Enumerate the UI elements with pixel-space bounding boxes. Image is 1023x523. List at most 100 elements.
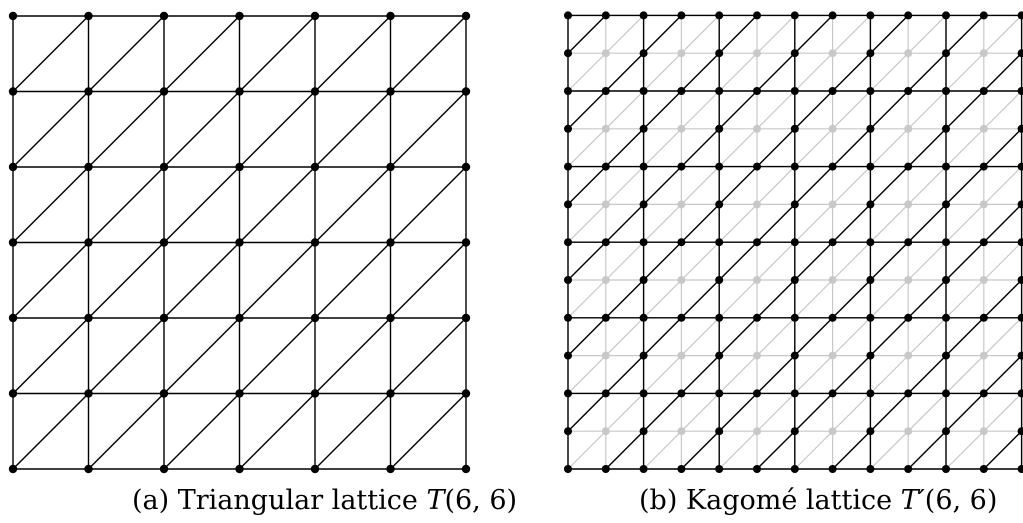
kagome-edge — [680, 128, 720, 168]
underlay-edge — [907, 392, 947, 432]
kagome-edge — [756, 355, 796, 394]
triangular-vertex — [461, 87, 471, 96]
underlay-vertex — [979, 200, 988, 209]
kagome-vertex — [942, 465, 950, 473]
kagome-edge — [945, 317, 985, 357]
kagome-vertex — [753, 313, 761, 322]
triangular-edge — [12, 166, 89, 243]
underlay-edge — [983, 317, 1023, 357]
kagome-edge — [605, 430, 645, 470]
triangular-vertex — [159, 389, 169, 398]
kagome-vertex — [715, 11, 724, 20]
triangular-edge — [12, 15, 89, 92]
underlay-edge — [643, 279, 682, 319]
kagome-vertex — [828, 162, 837, 171]
triangular-vertex — [8, 87, 18, 96]
kagome-vertex — [942, 276, 950, 284]
triangular-edge — [88, 166, 165, 243]
underlay-vertex — [979, 351, 988, 360]
kagome-vertex — [866, 124, 875, 133]
triangular-vertex — [461, 464, 471, 474]
underlay-edge — [605, 317, 645, 357]
triangular-edge — [88, 242, 165, 319]
triangular-vertex — [159, 87, 169, 96]
kagome-vertex — [942, 87, 950, 95]
underlay-edge — [794, 52, 834, 92]
kagome-vertex — [601, 465, 610, 473]
kagome-vertex — [790, 11, 799, 20]
triangular-edge — [314, 15, 391, 92]
underlay-edge — [869, 279, 909, 319]
kagome-edge — [680, 203, 720, 243]
triangular-vertex — [84, 238, 93, 247]
kagome-vertex — [942, 351, 950, 360]
underlay-edge — [794, 355, 834, 394]
kagome-edge — [605, 52, 645, 92]
kagome-vertex — [677, 313, 686, 322]
kagome-vertex — [1017, 238, 1023, 247]
underlay-edge — [680, 90, 720, 130]
underlay-edge — [756, 14, 796, 54]
kagome-edge — [945, 166, 985, 205]
kagome-vertex — [753, 11, 761, 20]
kagome-edge — [832, 279, 871, 319]
kagome-edge — [567, 392, 607, 432]
triangular-edge — [239, 15, 316, 92]
underlay-edge — [983, 166, 1023, 205]
kagome-edge — [832, 52, 871, 92]
kagome-vertex — [753, 87, 761, 95]
triangular-edge — [163, 317, 240, 394]
kagome-vertex — [790, 276, 799, 284]
triangular-vertex — [386, 87, 395, 96]
underlay-vertex — [753, 276, 761, 284]
kagome-vertex — [677, 11, 686, 20]
underlay-edge — [869, 52, 909, 92]
triangular-vertex — [461, 238, 471, 247]
underlay-edge — [718, 128, 758, 168]
kagome-vertex — [715, 351, 724, 360]
kagome-vertex — [639, 11, 648, 20]
underlay-edge — [794, 128, 834, 168]
triangular-vertex — [84, 389, 93, 398]
kagome-vertex — [1017, 162, 1023, 171]
kagome-vertex — [564, 200, 572, 209]
underlay-edge — [907, 241, 947, 281]
kagome-vertex — [1017, 124, 1023, 133]
kagome-vertex — [828, 465, 837, 473]
underlay-edge — [605, 90, 645, 130]
kagome-vertex — [1017, 11, 1023, 20]
kagome-edge — [794, 241, 834, 281]
kagome-edge — [643, 317, 682, 357]
underlay-edge — [907, 14, 947, 54]
triangular-vertex — [235, 389, 244, 398]
kagome-vertex — [790, 465, 799, 473]
kagome-vertex — [904, 465, 913, 473]
kagome-vertex — [564, 87, 572, 95]
triangular-vertex — [235, 464, 244, 474]
kagome-vertex — [564, 389, 572, 398]
underlay-vertex — [753, 200, 761, 209]
kagome-vertex — [639, 313, 648, 322]
underlay-edge — [794, 430, 834, 470]
underlay-edge — [718, 279, 758, 319]
kagome-vertex — [715, 389, 724, 398]
underlay-vertex — [601, 351, 610, 360]
kagome-edge — [756, 279, 796, 319]
underlay-edge — [567, 203, 607, 243]
kagome-vertex — [790, 200, 799, 209]
underlay-edge — [945, 355, 985, 394]
kagome-edge — [794, 317, 834, 357]
kagome-vertex — [790, 351, 799, 360]
underlay-edge — [756, 241, 796, 281]
triangular-edge — [239, 91, 316, 168]
underlay-edge — [945, 279, 985, 319]
underlay-edge — [832, 317, 871, 357]
kagome-vertex — [639, 351, 648, 360]
underlay-edge — [718, 355, 758, 394]
underlay-vertex — [904, 276, 913, 284]
kagome-vertex — [601, 313, 610, 322]
underlay-vertex — [601, 124, 610, 133]
kagome-vertex — [866, 49, 875, 58]
kagome-vertex — [639, 49, 648, 58]
kagome-vertex — [601, 238, 610, 247]
